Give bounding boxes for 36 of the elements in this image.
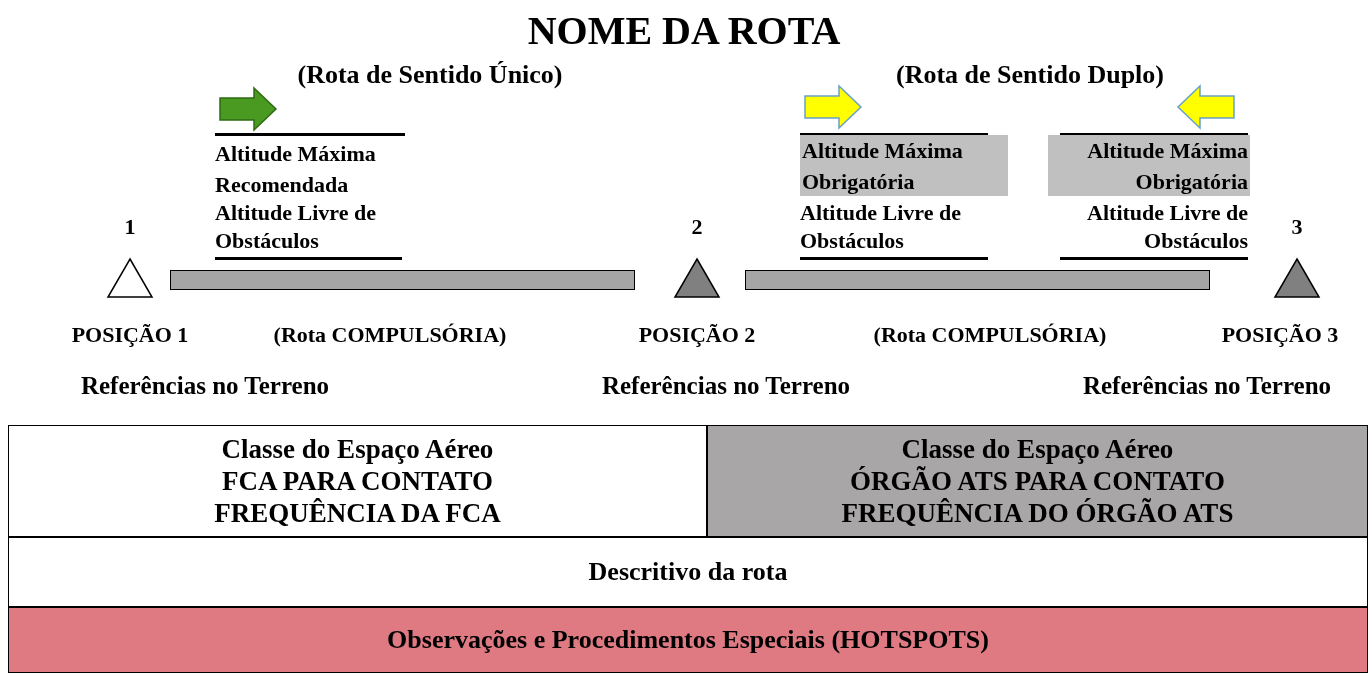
subtitle: (Rota de Sentido Único) [296, 60, 564, 90]
table-cell [8, 607, 1368, 673]
position-label: POSIÇÃO 2 [637, 321, 757, 349]
position-number: 3 [1290, 213, 1304, 241]
position-label: POSIÇÃO 3 [1220, 321, 1340, 349]
position-label: POSIÇÃO 1 [70, 321, 190, 349]
cell-text: ÓRGÃO ATS PARA CONTATO [850, 465, 1225, 497]
shaded-box [1048, 135, 1250, 196]
route-bar [170, 270, 635, 290]
altitude-note: Altitude Máxima Obrigatória [1086, 137, 1249, 196]
position-number: 2 [690, 213, 704, 241]
shaded-box [800, 135, 1008, 196]
altitude-note: Altitude Livre de Obstáculos [215, 199, 377, 255]
title: NOME DA ROTA [526, 8, 842, 54]
table-cell [707, 425, 1368, 537]
cell-text: Observações e Procedimentos Especiais (HOTSPOTS) [387, 624, 989, 656]
cell-text: Classe do Espaço Aéreo [221, 433, 494, 465]
altitude-note: Altitude Livre de Obstáculos [1086, 199, 1248, 255]
cell-text: Classe do Espaço Aéreo [901, 433, 1174, 465]
cell-text: FREQUÊNCIA DA FCA [214, 497, 501, 529]
altitude-note: Altitude Máxima Obrigatória [801, 137, 964, 196]
subtitle: (Rota de Sentido Duplo) [895, 60, 1165, 90]
position-label: Referências no Terreno [600, 371, 852, 401]
position-label: Referências no Terreno [79, 371, 331, 401]
cell-text: FREQUÊNCIA DO ÓRGÃO ATS [841, 497, 1234, 529]
altitude-note: Altitude Livre de Obstáculos [800, 199, 962, 255]
route-caption: (Rota COMPULSÓRIA) [272, 321, 508, 349]
route-bar [745, 270, 1210, 290]
route-caption: (Rota COMPULSÓRIA) [872, 321, 1108, 349]
table-cell [8, 425, 707, 537]
cell-text: Descritivo da rota [588, 556, 788, 588]
cell-text: FCA PARA CONTATO [222, 465, 493, 497]
table-cell [8, 537, 1368, 607]
position-label: Referências no Terreno [1081, 371, 1333, 401]
position-number: 1 [123, 213, 137, 241]
altitude-note: Altitude Máxima Recomendada [215, 140, 377, 199]
